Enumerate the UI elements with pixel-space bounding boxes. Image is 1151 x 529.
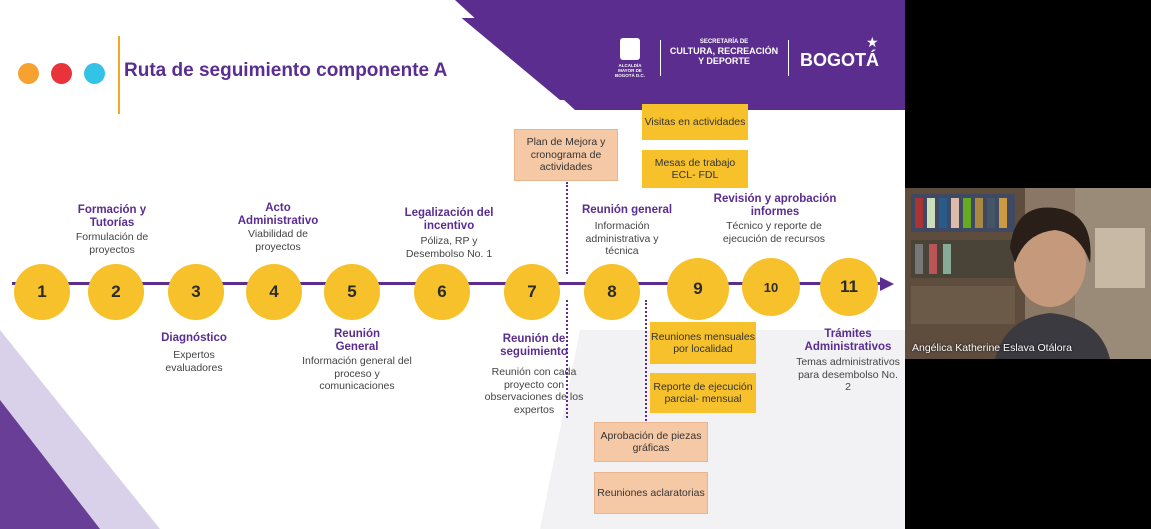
header-purple-band (455, 0, 905, 110)
step-3-title: Diagnóstico (161, 332, 227, 344)
step-8-desc: Información administrativa y técnica (585, 220, 659, 257)
step-11-desc: Temas administrativos para desembolso No… (796, 356, 900, 393)
step-5-title: Reunión General (334, 328, 380, 353)
step-4-title: Acto Administrativo (237, 202, 319, 227)
step-7-desc: Reunión con cada proyecto con observacio… (484, 366, 584, 416)
step-3-desc: Expertos evaluadores (165, 349, 223, 374)
presentation-slide: Ruta de seguimiento componente A ALCALDÍ… (0, 0, 905, 529)
step-4-desc: Viabilidad de proyectos (248, 228, 308, 253)
alcaldia-text: ALCALDÍA MAYOR DE BOGOTÁ D.C. (615, 63, 645, 78)
star-icon: ★ (866, 34, 879, 50)
secretaria-line-1: SECRETARÍA DE (699, 39, 749, 45)
participant-video-tile[interactable] (905, 188, 1151, 359)
timeline-arrow-icon (880, 277, 894, 291)
step-circle-7: 7 (504, 264, 560, 320)
secretaria-line-3: Y DEPORTE (698, 56, 750, 66)
step-10-title: Revisión y aprobación informes (713, 193, 837, 218)
step-circle-6: 6 (414, 264, 470, 320)
aclaratorias-box: Reuniones aclaratorias (594, 472, 708, 514)
step-11-title: Trámites Administrativos (804, 328, 892, 353)
red-dot-icon (51, 63, 72, 84)
participant-name: Angélica Katherine Eslava Otálora (912, 342, 1072, 354)
step-circle-10: 10 (742, 258, 800, 316)
step-circle-5: 5 (324, 264, 380, 320)
step-2-desc: Formulación de proyectos (75, 231, 149, 256)
mesas-box: Mesas de trabajo ECL- FDL (642, 150, 748, 188)
step-circle-8: 8 (584, 264, 640, 320)
secretaria-line-2: CULTURA, RECREACIÓN (669, 46, 779, 56)
step-6-title: Legalización del incentivo (404, 207, 494, 232)
visitas-box: Visitas en actividades (642, 104, 748, 140)
dotted-connector (566, 182, 568, 274)
logo-divider-2 (788, 40, 789, 76)
participant-video (905, 188, 1151, 359)
logo-divider (660, 40, 661, 76)
reuniones-mensuales-box: Reuniones mensuales por localidad (650, 322, 756, 364)
orange-dot-icon (18, 63, 39, 84)
aprobacion-box: Aprobación de piezas gráficas (594, 422, 708, 462)
step-circle-3: 3 (168, 264, 224, 320)
dotted-connector (645, 300, 647, 425)
step-7-title: Reunión de seguimiento (500, 333, 568, 358)
step-circle-11: 11 (820, 258, 878, 316)
bogota-logo: BOGOTÁ (800, 50, 879, 70)
plan-mejora-box: Plan de Mejora y cronograma de actividad… (514, 129, 618, 181)
step-circle-9: 9 (667, 258, 729, 320)
step-circle-1: 1 (14, 264, 70, 320)
step-circle-4: 4 (246, 264, 302, 320)
step-10-desc: Técnico y reporte de ejecución de recurs… (722, 220, 826, 245)
step-2-title: Formación y Tutorías (77, 204, 147, 229)
step-8-title: Reunión general (581, 204, 673, 216)
cyan-dot-icon (84, 63, 105, 84)
coat-of-arms-icon (620, 38, 640, 60)
step-5-desc: Información general del proceso y comuni… (302, 355, 412, 392)
secretaria-logo: SECRETARÍA DE CULTURA, RECREACIÓN Y DEPO… (668, 38, 780, 66)
reporte-box: Reporte de ejecución parcial- mensual (650, 373, 756, 413)
step-circle-2: 2 (88, 264, 144, 320)
slide-title: Ruta de seguimiento componente A (124, 60, 448, 81)
alcaldia-logo: ALCALDÍA MAYOR DE BOGOTÁ D.C. (612, 38, 648, 78)
step-6-desc: Póliza, RP y Desembolso No. 1 (405, 235, 493, 260)
dotted-connector (566, 300, 568, 418)
title-divider (118, 36, 120, 114)
